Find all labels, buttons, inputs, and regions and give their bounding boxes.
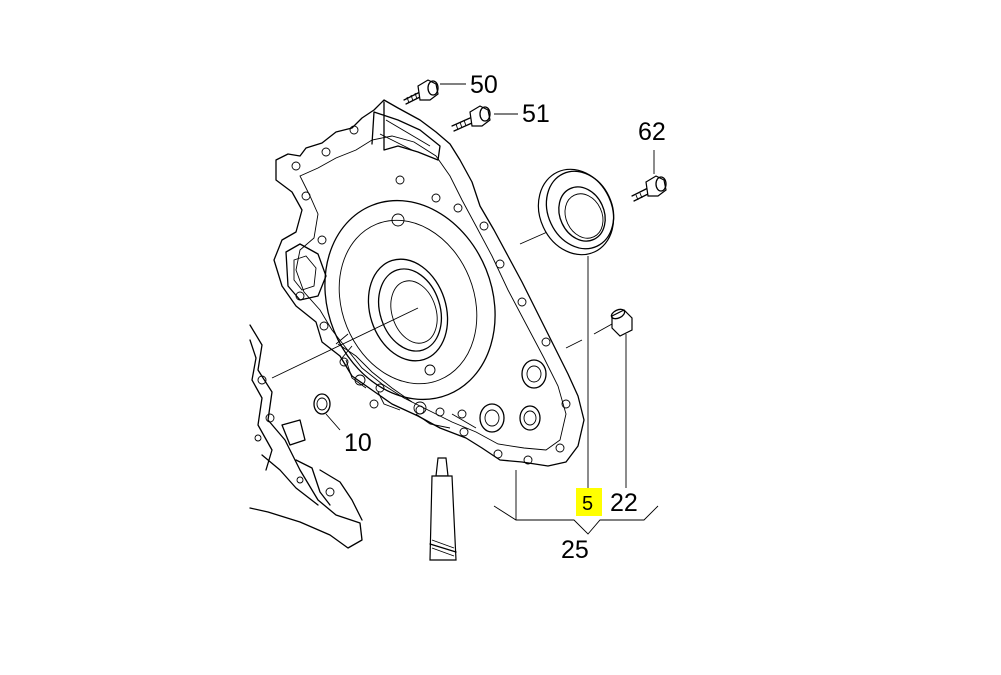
callout-22: 22 (610, 489, 638, 517)
callout-10: 10 (344, 429, 372, 457)
callout-25: 25 (561, 536, 589, 564)
callout-labels: 50 51 62 10 5 22 25 (344, 71, 666, 564)
axis-line-dowel (565, 339, 583, 349)
o-ring (313, 393, 331, 415)
leader-lines (325, 83, 659, 535)
callout-50: 50 (470, 71, 498, 99)
sealing-flange-housing (273, 99, 585, 467)
bolt-holes (291, 125, 571, 465)
callout-5-highlight (576, 488, 602, 516)
bolt-50 (403, 79, 439, 105)
callout-62: 62 (638, 118, 666, 146)
sealant-tube (429, 457, 457, 561)
callout-5: 5 (582, 493, 593, 515)
bolt-62 (631, 175, 667, 202)
axis-line-main (271, 307, 419, 379)
callout-51: 51 (522, 100, 550, 128)
bolt-51 (451, 105, 491, 132)
dowel-sleeve (610, 308, 633, 337)
oil-seal (537, 168, 615, 256)
engine-block-fragment (249, 324, 363, 549)
axis-line-dowel-2 (593, 323, 613, 335)
